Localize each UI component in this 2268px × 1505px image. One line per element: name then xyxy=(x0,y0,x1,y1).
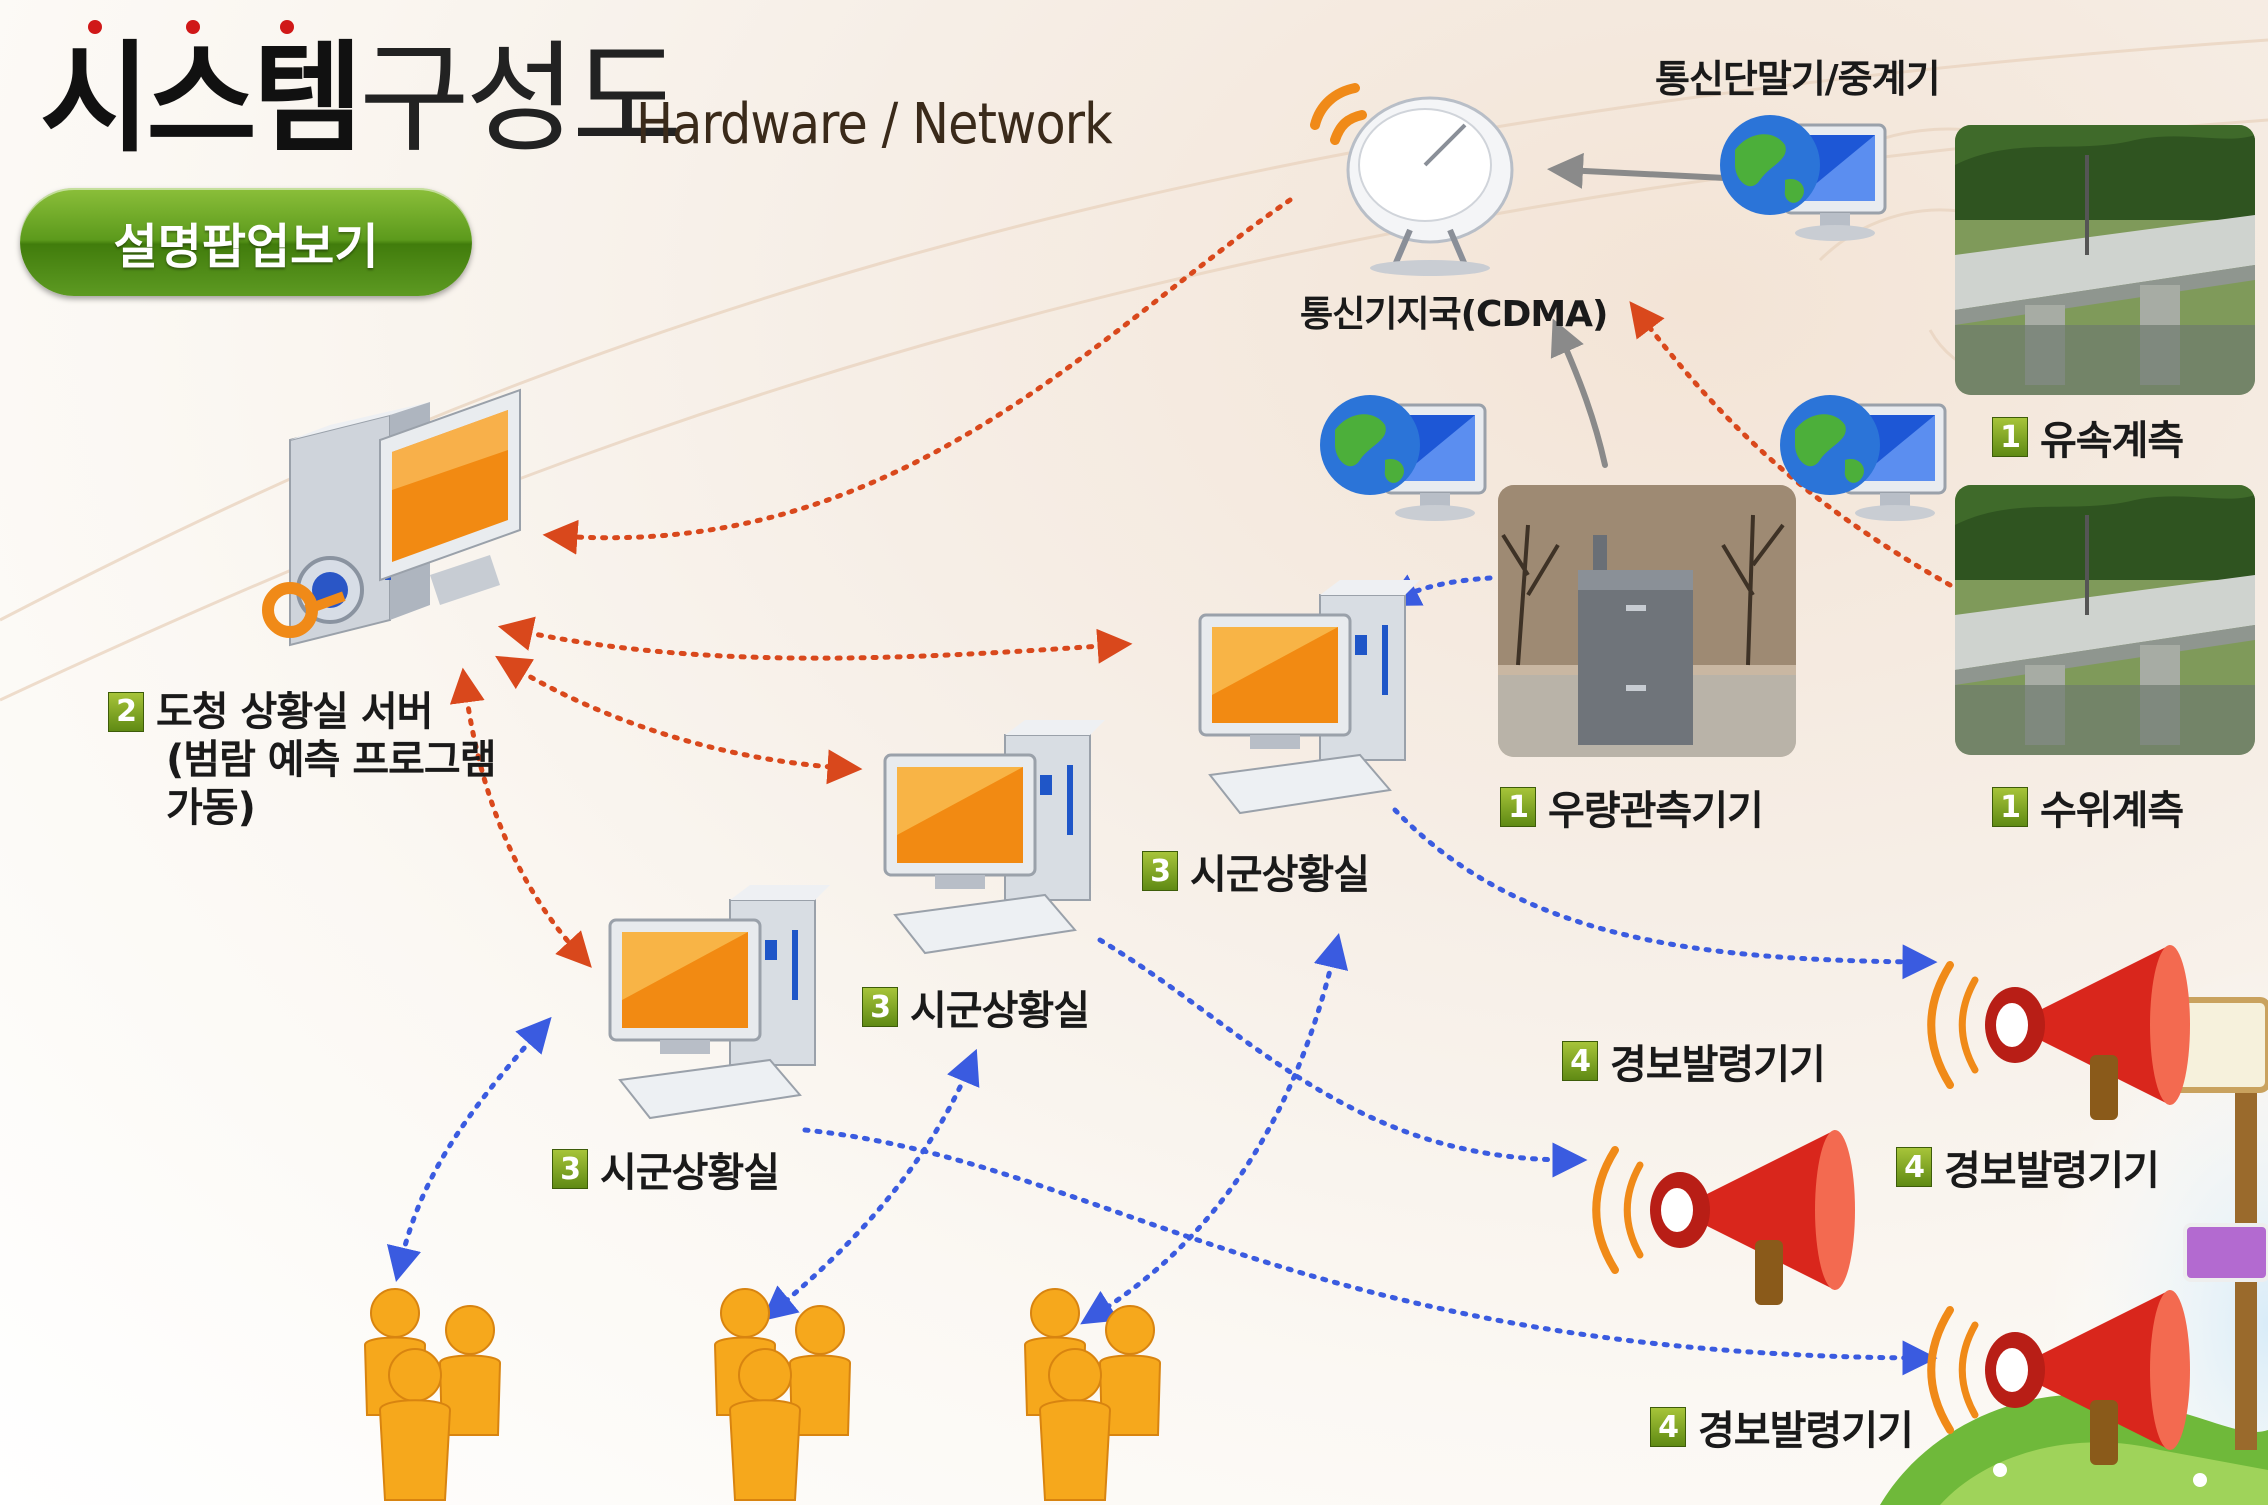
link-rain-county-c xyxy=(1384,574,1493,607)
link-county-a-users xyxy=(386,1016,552,1283)
alarm-b-label-text: 경보발령기기 xyxy=(1610,1042,1826,1088)
globe-computer-icon xyxy=(1720,115,1887,241)
page-title-light: 구성도 xyxy=(359,30,682,169)
link-server-basestation xyxy=(542,197,1293,555)
flow-gauge-badge: 1 xyxy=(1992,417,2028,457)
level-gauge-label-text: 수위계측 xyxy=(2040,788,2184,834)
alarm-c-badge: 4 xyxy=(1650,1407,1686,1447)
link-server-county-a xyxy=(449,667,592,968)
alarm-b-badge: 4 xyxy=(1562,1041,1598,1081)
rain-gauge-label-text: 우량관측기기 xyxy=(1548,788,1764,834)
alarm-c-label-text: 경보발령기기 xyxy=(1698,1408,1914,1454)
county-room-c-badge: 3 xyxy=(1142,851,1178,891)
alarm-a-label-text: 경보발령기기 xyxy=(1944,1148,2160,1194)
server-badge: 2 xyxy=(108,692,144,732)
globe-computer-icon xyxy=(1320,395,1487,521)
page-subtitle: Hardware / Network xyxy=(636,92,1113,157)
county-computer-icon xyxy=(608,885,830,1120)
county-computer-icon xyxy=(883,720,1105,955)
link-level-basestation xyxy=(1629,301,1953,588)
users-group-icon xyxy=(363,1288,502,1501)
link-county-b-users xyxy=(761,1048,980,1322)
globe-computer-icon xyxy=(1780,395,1947,521)
link-server-county-c xyxy=(497,616,1133,664)
link-terminal-basestation xyxy=(1547,152,1728,189)
megaphone-icon xyxy=(1927,1290,2190,1465)
server-label: 2 도청 상황실 서버 (범람 예측 프로그램 가동) xyxy=(108,688,497,832)
page-title: 시스템구성도 xyxy=(40,40,682,160)
satellite-dish-icon xyxy=(1310,83,1514,276)
server-label-line1: 도청 상황실 서버 xyxy=(156,689,433,735)
county-room-c-label-text: 시군상황실 xyxy=(1190,852,1370,898)
terminal-relay-label: 통신단말기/중계기 xyxy=(1655,57,1941,101)
link-county-c-alarm-a xyxy=(1392,807,1938,980)
rain-gauge-photo xyxy=(1498,485,1796,757)
alarm-a-label: 4 경보발령기기 xyxy=(1896,1138,2160,1196)
county-computer-icon xyxy=(1198,580,1420,815)
bridge-photo-flow xyxy=(1955,125,2255,395)
county-room-b-badge: 3 xyxy=(862,987,898,1027)
link-server-county-b xyxy=(495,655,863,785)
link-county-c-users xyxy=(1080,932,1349,1325)
county-room-b-label: 3 시군상황실 xyxy=(862,978,1090,1036)
county-room-c-label: 3 시군상황실 xyxy=(1142,842,1370,900)
description-popup-button[interactable]: 설명팝업보기 xyxy=(20,188,472,296)
server-label-line3: 가동) xyxy=(166,785,256,831)
megaphone-icon xyxy=(1927,945,2190,1120)
users-group-icon xyxy=(713,1288,852,1501)
server-label-line2: (범람 예측 프로그램 xyxy=(166,737,497,783)
base-station-label: 통신기지국(CDMA) xyxy=(1300,294,1608,335)
flow-gauge-label: 1 유속계측 xyxy=(1992,408,2184,466)
megaphone-icon xyxy=(1592,1130,1855,1305)
level-gauge-label: 1 수위계측 xyxy=(1992,778,2184,836)
alarm-b-label: 4 경보발령기기 xyxy=(1562,1032,1826,1090)
link-county-b-alarm-b xyxy=(1097,937,1588,1178)
bridge-photo-level xyxy=(1955,485,2255,755)
alarm-c-label: 4 경보발령기기 xyxy=(1650,1398,1914,1456)
server-key-icon xyxy=(262,388,521,647)
county-room-a-label-text: 시군상황실 xyxy=(600,1150,780,1196)
county-room-a-label: 3 시군상황실 xyxy=(552,1140,780,1198)
rain-gauge-label: 1 우량관측기기 xyxy=(1500,778,1764,836)
alarm-a-badge: 4 xyxy=(1896,1147,1932,1187)
level-gauge-badge: 1 xyxy=(1992,787,2028,827)
flow-gauge-label-text: 유속계측 xyxy=(2040,418,2184,464)
users-group-icon xyxy=(1023,1288,1162,1501)
county-room-a-badge: 3 xyxy=(552,1149,588,1189)
page-title-bold: 시스템 xyxy=(40,30,363,169)
county-room-b-label-text: 시군상황실 xyxy=(910,988,1090,1034)
rain-gauge-badge: 1 xyxy=(1500,787,1536,827)
link-rain-basestation xyxy=(1550,318,1608,468)
